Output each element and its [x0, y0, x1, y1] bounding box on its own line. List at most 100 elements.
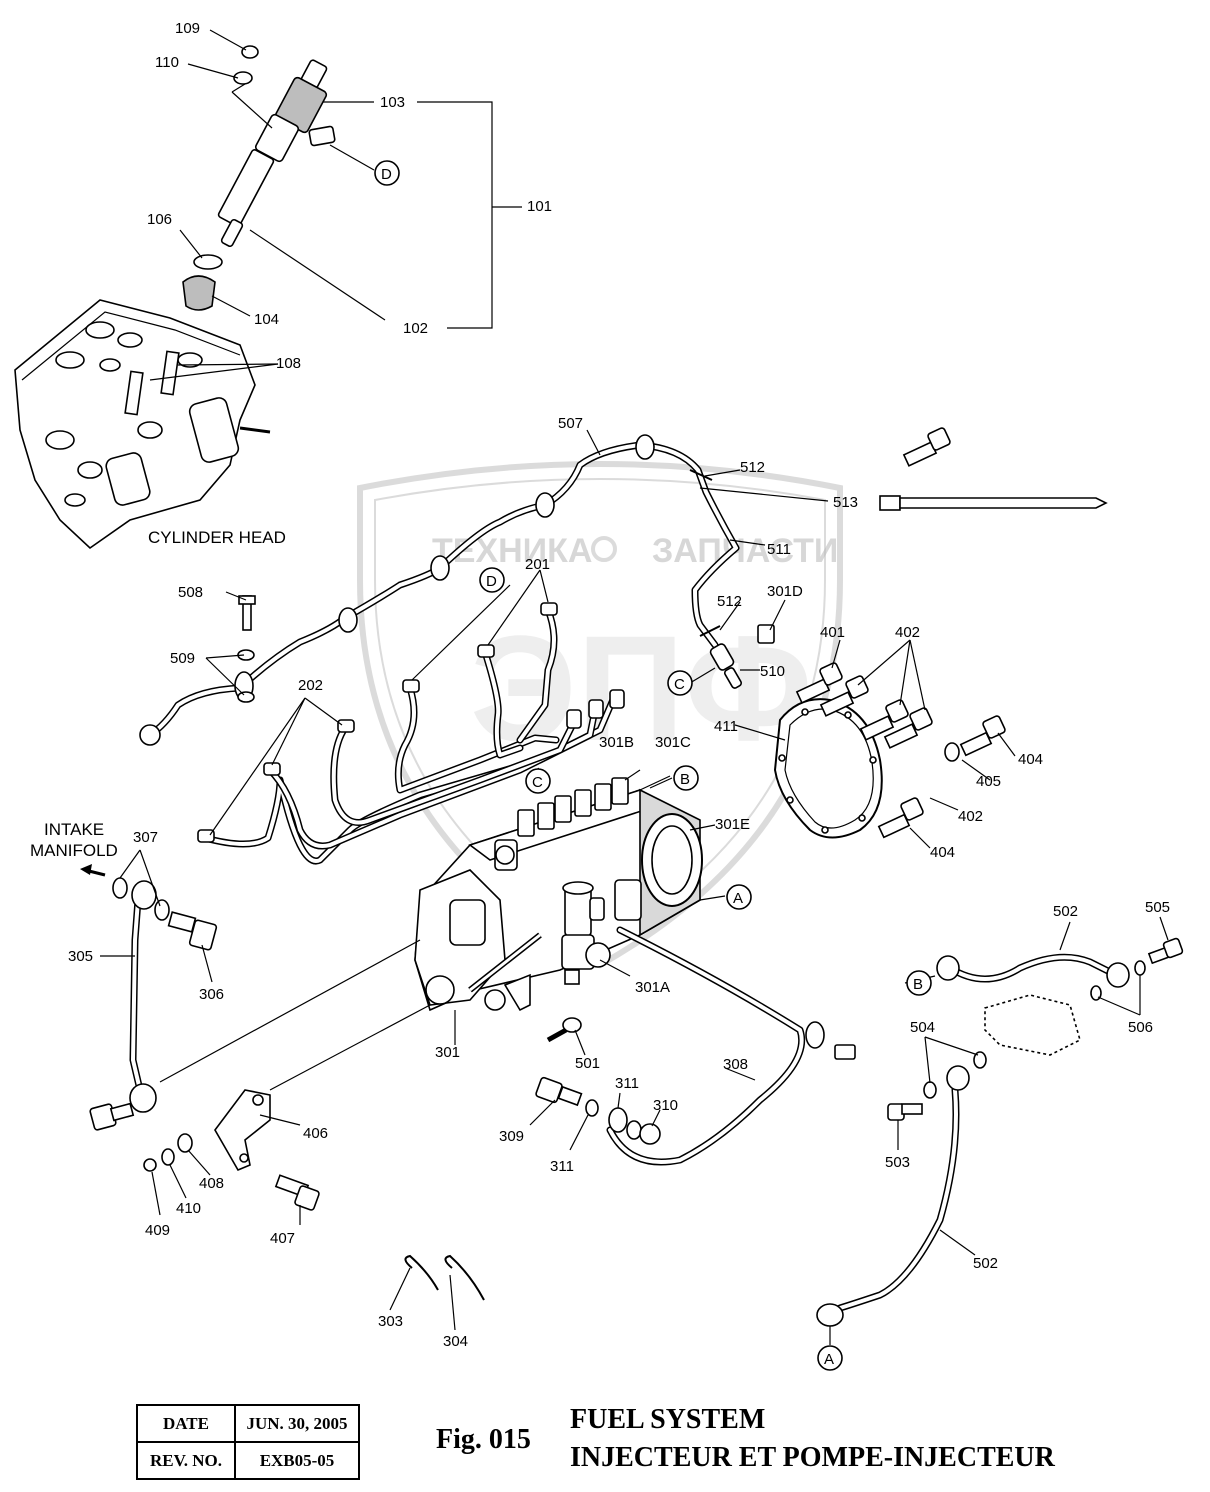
part-label: 511	[767, 541, 791, 558]
part-label: 510	[760, 663, 785, 680]
callout-circle	[667, 670, 693, 696]
part-label: 507	[558, 415, 583, 432]
part-label: 101	[527, 198, 552, 215]
revision-table: DATE JUN. 30, 2005 REV. NO. EXB05-05	[136, 1404, 360, 1480]
figure-number: Fig. 015	[436, 1424, 531, 1455]
part-label: 303	[378, 1313, 403, 1330]
leader-lines-top	[149, 29, 522, 381]
rev-value: EXB05-05	[234, 1441, 360, 1480]
part-label: 406	[303, 1125, 328, 1142]
callout-circle	[525, 768, 551, 794]
date-label: DATE	[136, 1404, 236, 1443]
part-label: 402	[895, 624, 920, 641]
part-label: 304	[443, 1333, 468, 1350]
callout-B1: B	[680, 771, 690, 788]
part-label: 201	[525, 556, 550, 573]
part-label: 502	[1053, 903, 1078, 920]
part-label: 102	[403, 320, 428, 337]
date-value: JUN. 30, 2005	[234, 1404, 360, 1443]
callout-B2: B	[913, 976, 923, 993]
leak-off-line	[139, 434, 775, 746]
part-label: 410	[176, 1200, 201, 1217]
part-label: 405	[976, 773, 1001, 790]
callout-circle	[374, 160, 400, 186]
callout-D2: D	[486, 573, 497, 590]
part-label: 512	[717, 593, 742, 610]
part-label: 307	[133, 829, 158, 846]
part-label: 409	[145, 1222, 170, 1239]
part-label: 505	[1145, 899, 1170, 916]
cylinder-head-caption: CYLINDER HEAD	[148, 528, 286, 547]
part-label: 202	[298, 677, 323, 694]
clips-303-304	[404, 1254, 485, 1301]
bracket-406	[143, 1089, 320, 1211]
callout-circle	[817, 1345, 843, 1371]
cover-plate-411	[773, 427, 1006, 839]
part-label: 301	[435, 1044, 460, 1061]
part-label: 501	[575, 1055, 600, 1072]
part-label: 301D	[767, 583, 803, 600]
part-label: 503	[885, 1154, 910, 1171]
part-label: 309	[499, 1128, 524, 1145]
banjo-501	[546, 1017, 582, 1043]
callout-A2: A	[824, 1351, 834, 1368]
part-label: 401	[820, 624, 845, 641]
part-label: 504	[910, 1019, 935, 1036]
part-label: 512	[740, 459, 765, 476]
callout-circle	[673, 765, 699, 791]
part-label: 301A	[635, 979, 670, 996]
callout-circle	[906, 970, 932, 996]
callout-circle	[726, 884, 752, 910]
part-label: 301B	[599, 734, 634, 751]
part-label: 108	[276, 355, 301, 372]
part-label: 109	[175, 20, 200, 37]
return-pipe-502	[816, 937, 1184, 1327]
injection-pump	[414, 777, 703, 1012]
fittings-309-311	[535, 1076, 661, 1145]
callout-C2: C	[532, 774, 543, 791]
part-label: 103	[380, 94, 405, 111]
part-label: 310	[653, 1097, 678, 1114]
watermark-right-text: ЗАПЧАСТИ	[652, 532, 838, 570]
injector-assembly	[182, 45, 336, 311]
part-label: 411	[714, 718, 738, 735]
part-label: 305	[68, 948, 93, 965]
figure-title-en: FUEL SYSTEM	[570, 1404, 766, 1435]
callouts: D D C C B B A A	[374, 160, 932, 1371]
part-label: 301C	[655, 734, 691, 751]
part-label: 301E	[715, 816, 750, 833]
intake-caption-line1: INTAKE	[44, 820, 104, 839]
part-label: 308	[723, 1056, 748, 1073]
figure-title-fr: INJECTEUR ET POMPE-INJECTEUR	[570, 1442, 1055, 1473]
pipe-308	[606, 926, 856, 1166]
part-label: 408	[199, 1175, 224, 1192]
part-label: 404	[1018, 751, 1043, 768]
leader-lines	[100, 429, 1169, 1345]
intake-pipe-305	[80, 864, 218, 1131]
part-label: 104	[254, 311, 279, 328]
part-label: 508	[178, 584, 203, 601]
part-label: 306	[199, 986, 224, 1003]
part-label: 513	[833, 494, 858, 511]
part-label: 311	[550, 1158, 574, 1175]
gear-icon	[591, 536, 617, 562]
callout-D1: D	[381, 166, 392, 183]
part-label: 402	[958, 808, 983, 825]
cable-tie	[879, 495, 1108, 511]
cylinder-head	[14, 299, 271, 550]
callout-A1: A	[733, 890, 743, 907]
part-labels: 109 110 103 101 106 104 102 108 507 512 …	[68, 20, 1170, 1350]
callout-circle	[479, 567, 505, 593]
arrow-left-icon	[80, 864, 92, 875]
part-label: 506	[1128, 1019, 1153, 1036]
injection-pipes	[197, 602, 625, 865]
part-label: 311	[615, 1075, 639, 1092]
part-label: 407	[270, 1230, 295, 1247]
part-label: 404	[930, 844, 955, 861]
part-label: 110	[155, 54, 179, 71]
rev-label: REV. NO.	[136, 1441, 236, 1480]
intake-caption-line2: MANIFOLD	[30, 841, 118, 860]
part-label: 106	[147, 211, 172, 228]
part-label: 502	[973, 1255, 998, 1272]
